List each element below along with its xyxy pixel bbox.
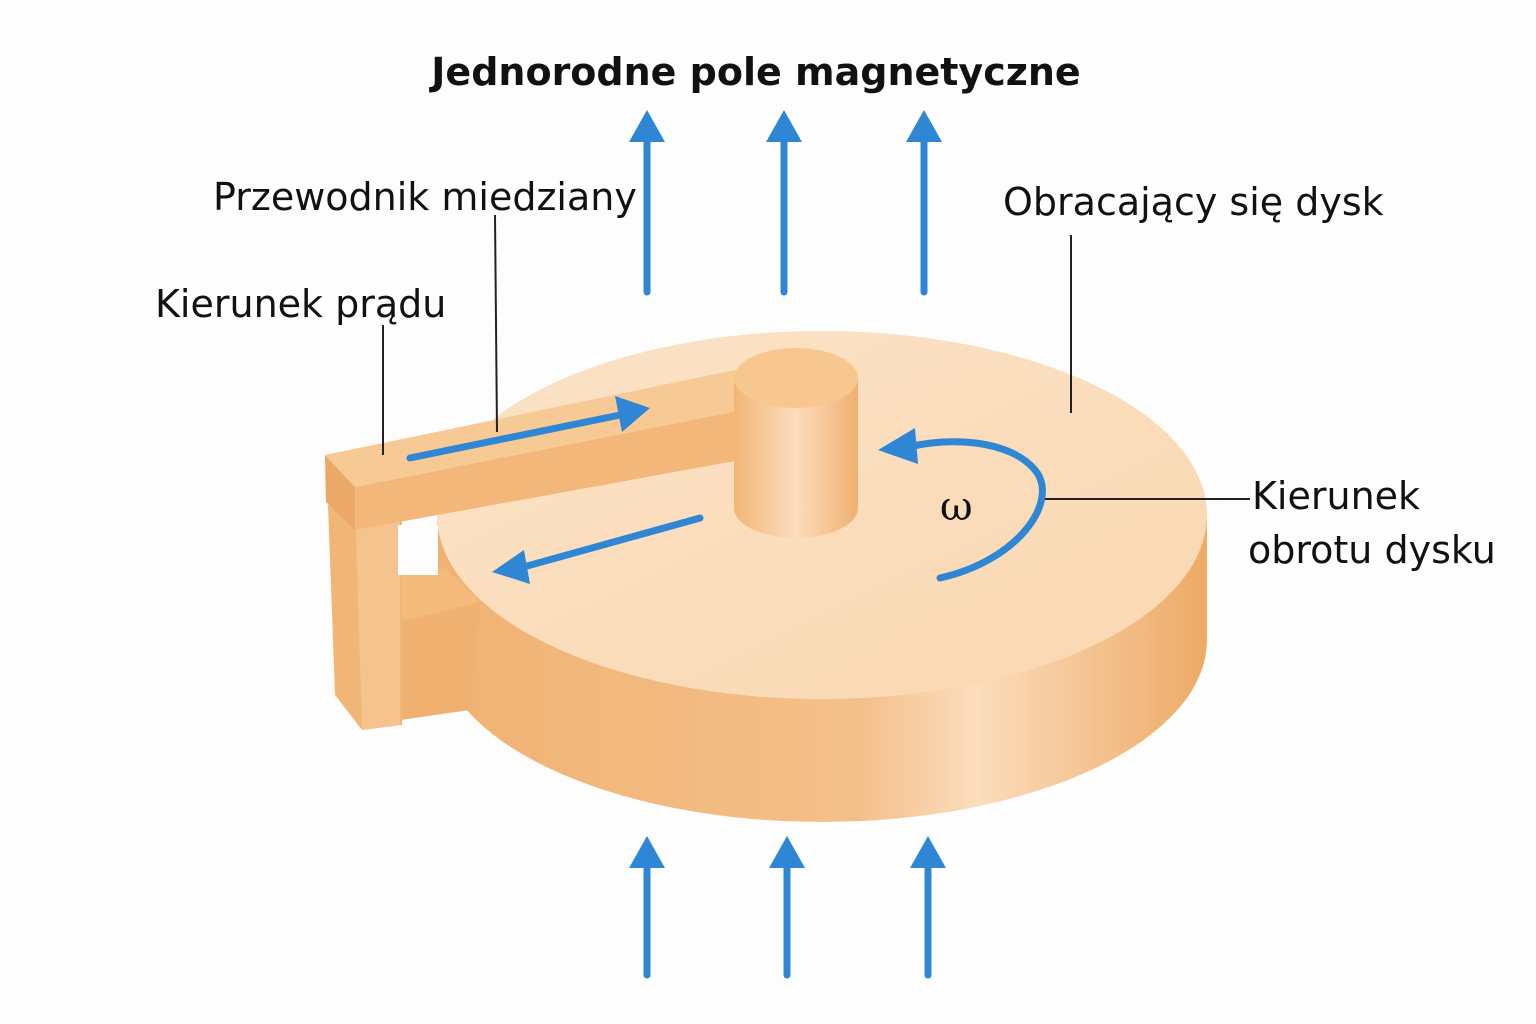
- field-arrow: [769, 836, 805, 979]
- label-rotating-disk: Obracający się dysk: [1003, 180, 1384, 224]
- diagram-title: Jednorodne pole magnetyczne: [431, 50, 1081, 94]
- magnetic-field-arrows-top: [629, 110, 942, 296]
- current-arrows: [406, 396, 704, 584]
- current-arrow-along-conductor: [406, 396, 650, 462]
- rotation-arrow: [878, 428, 1046, 582]
- omega-symbol: ω: [940, 484, 973, 530]
- current-arrow-on-disk: [492, 514, 704, 584]
- label-rotation-direction-line1: Kierunek: [1252, 474, 1421, 518]
- leader-lines: [382, 214, 1250, 500]
- magnetic-field-arrows-bottom: [629, 836, 946, 979]
- field-arrow: [629, 110, 665, 296]
- field-arrow: [906, 110, 942, 296]
- label-current-direction: Kierunek prądu: [155, 282, 447, 326]
- field-arrow: [910, 836, 946, 979]
- label-conductor: Przewodnik miedziany: [213, 175, 637, 219]
- label-rotation-direction-line2: obrotu dysku: [1248, 528, 1496, 572]
- disk-hub: [734, 348, 858, 538]
- field-arrow: [629, 836, 665, 979]
- field-arrow: [766, 110, 802, 296]
- copper-conductor: [325, 370, 768, 730]
